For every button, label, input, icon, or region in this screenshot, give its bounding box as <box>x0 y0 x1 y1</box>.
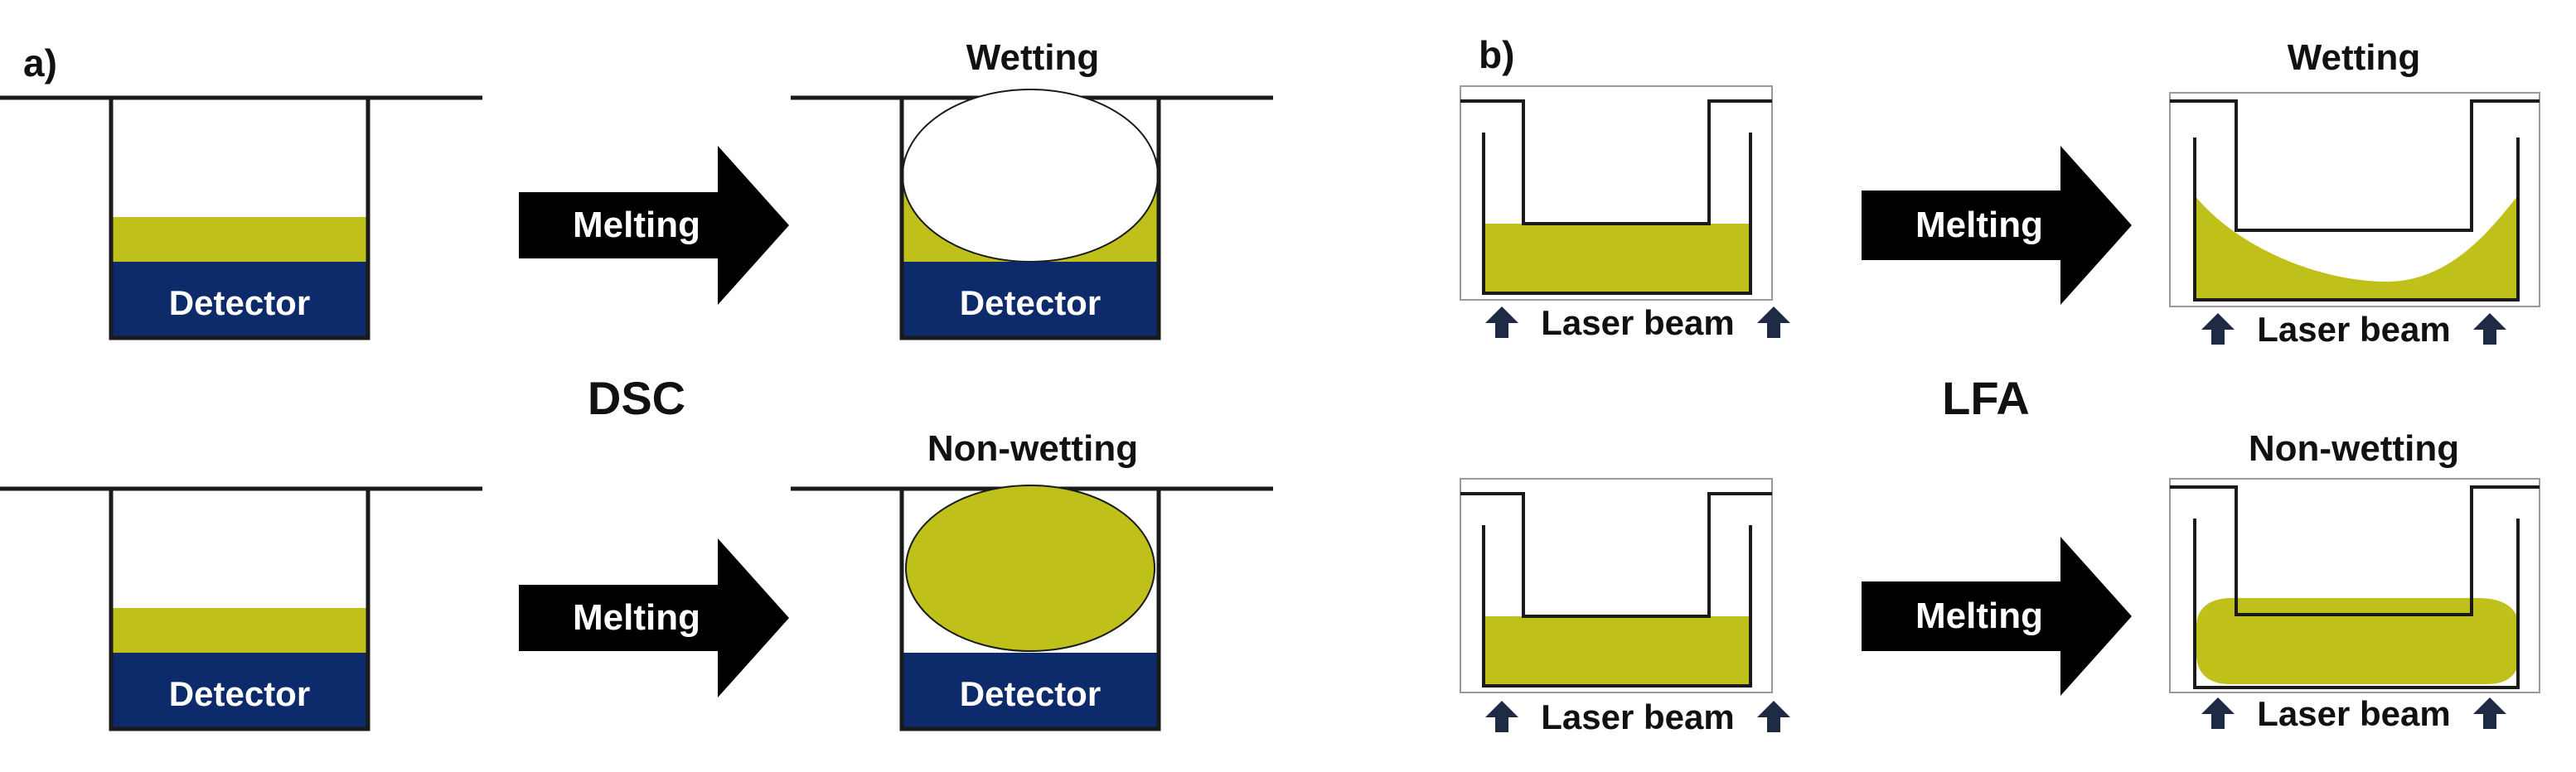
detector-label: Detector <box>960 283 1101 322</box>
dsc-crucible-non-wetting: Detector <box>791 485 1273 731</box>
wetting-title: Wetting <box>2288 37 2421 78</box>
laser-beam-label: Laser beam <box>2257 310 2450 349</box>
melting-arrow: Melting <box>519 538 789 697</box>
melting-label: Melting <box>1915 596 2043 636</box>
lfa-holder-before-top: Laser beam <box>1460 85 1790 342</box>
panel-a-label: a) <box>23 41 57 84</box>
lfa-holder-non-wetting: Laser beam <box>2169 478 2540 733</box>
detector-label: Detector <box>169 283 310 322</box>
dsc-crucible-before-top: Detector <box>0 95 482 340</box>
lfa-label: LFA <box>1942 372 2030 424</box>
non-wetting-title: Non-wetting <box>2249 428 2459 469</box>
wetting-title: Wetting <box>966 37 1100 78</box>
melting-arrow: Melting <box>1862 146 2132 305</box>
non-wetting-title: Non-wetting <box>927 428 1138 469</box>
panel-b-label: b) <box>1479 33 1514 76</box>
laser-beam-label: Laser beam <box>1541 697 1734 736</box>
detector-label: Detector <box>169 674 310 713</box>
laser-beam-label: Laser beam <box>2257 694 2450 733</box>
melting-label: Melting <box>573 205 700 245</box>
melting-arrow: Melting <box>1862 537 2132 696</box>
lfa-holder-before-bottom: Laser beam <box>1460 478 1790 736</box>
dsc-crucible-before-bottom: Detector <box>0 486 482 731</box>
melting-label: Melting <box>1915 205 2043 245</box>
melting-arrow: Melting <box>519 146 789 305</box>
dsc-crucible-wetting: Detector <box>791 89 1273 340</box>
lfa-holder-wetting: Laser beam <box>2169 92 2540 349</box>
laser-beam-label: Laser beam <box>1541 303 1734 342</box>
melting-label: Melting <box>573 597 700 638</box>
detector-label: Detector <box>960 674 1101 713</box>
dsc-label: DSC <box>588 372 685 424</box>
